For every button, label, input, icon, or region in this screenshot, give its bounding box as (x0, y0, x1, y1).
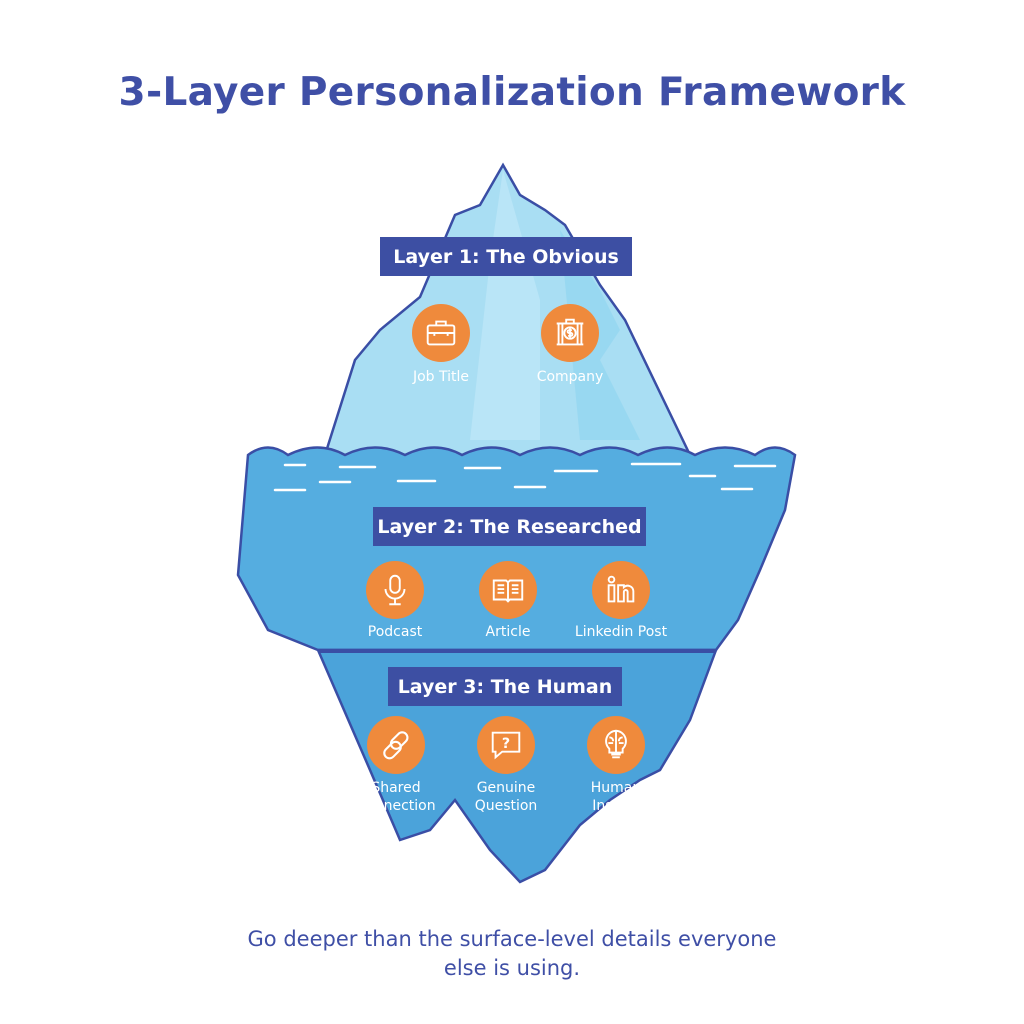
item-label-linkedin-post: Linkedin Post (574, 624, 668, 640)
item-label-podcast: Podcast (367, 624, 423, 640)
item-label-article: Article (485, 624, 531, 640)
caption-line-2: else is using. (443, 956, 581, 980)
company-building-icon (541, 304, 599, 362)
microphone-icon (366, 561, 424, 619)
briefcase-icon (412, 304, 470, 362)
open-book-icon (479, 561, 537, 619)
ice-facet (560, 230, 640, 440)
question-bubble-icon: ? (477, 716, 535, 774)
item-label-company: Company (536, 369, 604, 385)
label-line: Insight (592, 798, 640, 814)
linkedin-icon (592, 561, 650, 619)
layer-1-label: Layer 1: The Obvious (380, 237, 632, 276)
label-line: Question (474, 798, 538, 814)
water-body (236, 446, 797, 652)
svg-text:?: ? (502, 736, 510, 752)
layer-3-label: Layer 3: The Human (388, 667, 622, 706)
label-line: Shared (371, 780, 421, 796)
page-title: 3-Layer Personalization Framework (118, 70, 906, 115)
chain-link-icon (367, 716, 425, 774)
caption-line-1: Go deeper than the surface-level details… (247, 927, 777, 951)
item-label-job-title: Job Title (412, 369, 470, 385)
water-ripples (273, 462, 777, 492)
label-line: Human (590, 780, 642, 796)
label-line: Connection (356, 798, 436, 814)
label-line: Genuine (476, 780, 536, 796)
brain-lightbulb-icon (587, 716, 645, 774)
caption: Go deeper than the surface-level details… (0, 925, 1024, 983)
ice-facet (470, 170, 540, 440)
layer-2-label: Layer 2: The Researched (373, 507, 646, 546)
